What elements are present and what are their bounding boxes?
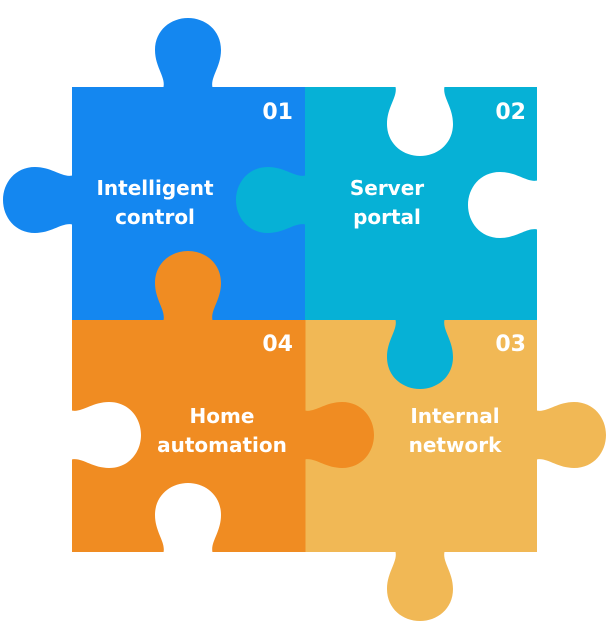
piece-04-label-line1: Home (190, 404, 255, 428)
piece-03-number: 03 (495, 332, 526, 357)
piece-02-top-hole (387, 85, 453, 156)
piece-01-label-line2: control (115, 205, 195, 229)
piece-02-right-hole (468, 172, 539, 238)
piece-02-number: 02 (495, 100, 526, 125)
piece-03-right-knob (535, 402, 606, 468)
piece-04-right-knob (303, 402, 374, 468)
piece-02-label-line2: portal (353, 205, 421, 229)
piece-03-label-line1: Internal (410, 404, 499, 428)
piece-03-bottom-knob (387, 550, 453, 621)
piece-04-bottom-hole (155, 483, 221, 554)
piece-03-label-line2: network (409, 433, 502, 457)
piece-04-number: 04 (262, 332, 293, 357)
piece-04-top-knob (155, 251, 221, 322)
piece-01-left-knob (3, 167, 74, 233)
piece-02-bottom-knob (387, 318, 453, 389)
piece-04-label-line2: automation (157, 433, 287, 457)
piece-01-top-knob (155, 18, 221, 89)
piece-04-left-hole (70, 402, 141, 468)
piece-02-label-line1: Server (350, 176, 424, 200)
piece-03-internal-network (305, 320, 606, 621)
piece-02-server-portal (236, 85, 539, 321)
piece-01-number: 01 (262, 100, 293, 125)
piece-02-left-knob (236, 167, 307, 233)
piece-01-label-line1: Intelligent (96, 176, 213, 200)
piece-04-home-automation (70, 251, 374, 554)
